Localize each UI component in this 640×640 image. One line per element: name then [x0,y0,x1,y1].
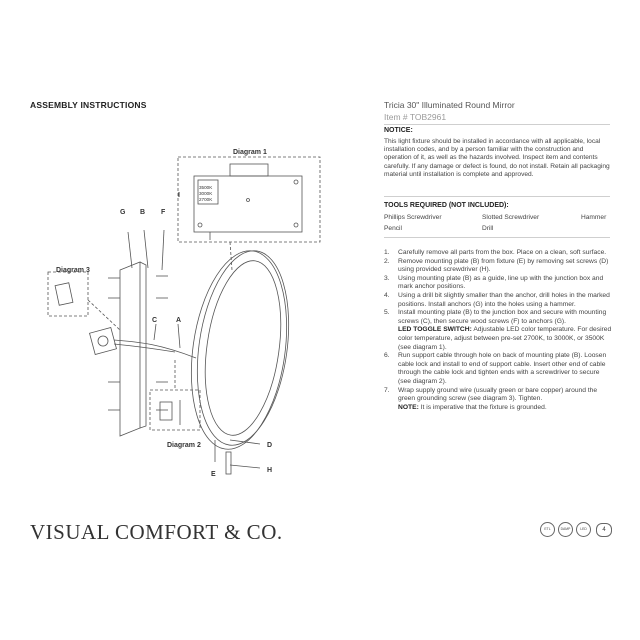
step-item: 1.Carefully remove all parts from the bo… [384,249,607,256]
notice-label: NOTICE: [384,127,413,134]
led-toggle-note: LED TOGGLE SWITCH: Adjustable LED color … [398,326,612,351]
brand-logo: VISUAL COMFORT & CO. [30,520,283,544]
tool-item: Slotted Screwdriver [482,214,540,221]
diagram1-frame [177,156,321,243]
support-cable [113,339,197,359]
mirror-inner-ring [204,260,282,436]
step-item: 6.Run support cable through hole on back… [384,352,607,385]
leader-a [177,323,181,349]
diagram3-label: Diagram 3 [56,267,90,274]
set-screw-leader [229,439,261,445]
tool-item: Phillips Screwdriver [384,214,442,221]
diagram3-pointer [87,299,121,331]
diagram2-label: Diagram 2 [167,442,201,449]
switch-label: 3500K [199,185,213,190]
tool-item: Pencil [384,225,402,232]
etl-icon: ETL [540,522,555,537]
divider [384,237,610,238]
mirror-back [190,250,288,450]
screw-hole [293,222,299,228]
assembly-diagram: Diagram 1 Diagram 3 Diagram 2 3500K 3000… [0,0,380,500]
tools-label: TOOLS REQUIRED (NOT INCLUDED): [384,202,509,209]
notice-text: This light fixture should be installed i… [384,138,610,178]
anchor-line [143,229,149,269]
mounting-plate-edge [139,261,147,429]
switch-label: 3000K [199,191,213,196]
screw-hole [246,198,250,202]
diagram1-pointer [229,241,233,271]
supply-wire [113,343,176,353]
assembly-steps: 1.Carefully remove all parts from the bo… [384,249,612,412]
part-label-c: C [152,317,157,324]
item-number: Item # TOB2961 [384,112,447,122]
part-label-h: H [267,467,272,474]
screw-hole [197,222,203,228]
part-label-b: B [140,209,145,216]
part-label-g: G [120,209,126,216]
cable-lock-detail [159,401,173,421]
leader-c [153,323,157,341]
part-label-i: I [178,192,180,199]
mirror-outer-ring [196,250,290,446]
part-label-f: F [161,209,166,216]
diagram2-frame [149,389,201,431]
diagram-svg: Diagram 1 Diagram 3 Diagram 2 3500K 3000… [47,149,321,478]
part-label-e: E [211,471,216,478]
divider [384,196,610,197]
mounting-plate [119,261,141,437]
tool-item: Hammer [581,214,607,221]
step-item: 3.Using mounting plate (B) as a guide, l… [384,274,604,291]
led-icon: LED [576,522,591,537]
part-label-a: A [176,317,181,324]
ground-screw-detail [54,282,74,306]
damp-icon: DAMP [558,522,573,537]
screwdriver [225,451,232,475]
step-item: 5.Install mounting plate (B) to the junc… [384,309,607,325]
tool-item: Drill [482,225,494,232]
step-item: 4.Using a drill bit slightly smaller tha… [384,291,610,308]
assembly-instructions-title: ASSEMBLY INSTRUCTIONS [30,100,147,110]
anchor-line [161,229,165,271]
screwdriver-leader [229,464,261,469]
switch-box [197,179,219,205]
diagram3-frame [47,271,89,317]
grounding-note: NOTE: It is imperative that the fixture … [398,403,547,411]
product-title: Tricia 30" Illuminated Round Mirror [384,100,515,110]
switch-label: 2700K [199,197,213,202]
part-label-d: D [267,442,272,449]
junction-box [89,327,117,355]
junction-box-knockout [97,335,109,347]
divider [384,124,610,125]
diagram1-label: Diagram 1 [233,149,267,156]
plate-tab [229,163,269,177]
page-number: 4 [596,523,612,537]
step-item: 7.Wrap supply ground wire (usually green… [384,386,598,403]
anchor-line [127,231,133,269]
step-item: 2.Remove mounting plate (B) from fixture… [384,257,609,274]
screw-hole [293,179,299,185]
